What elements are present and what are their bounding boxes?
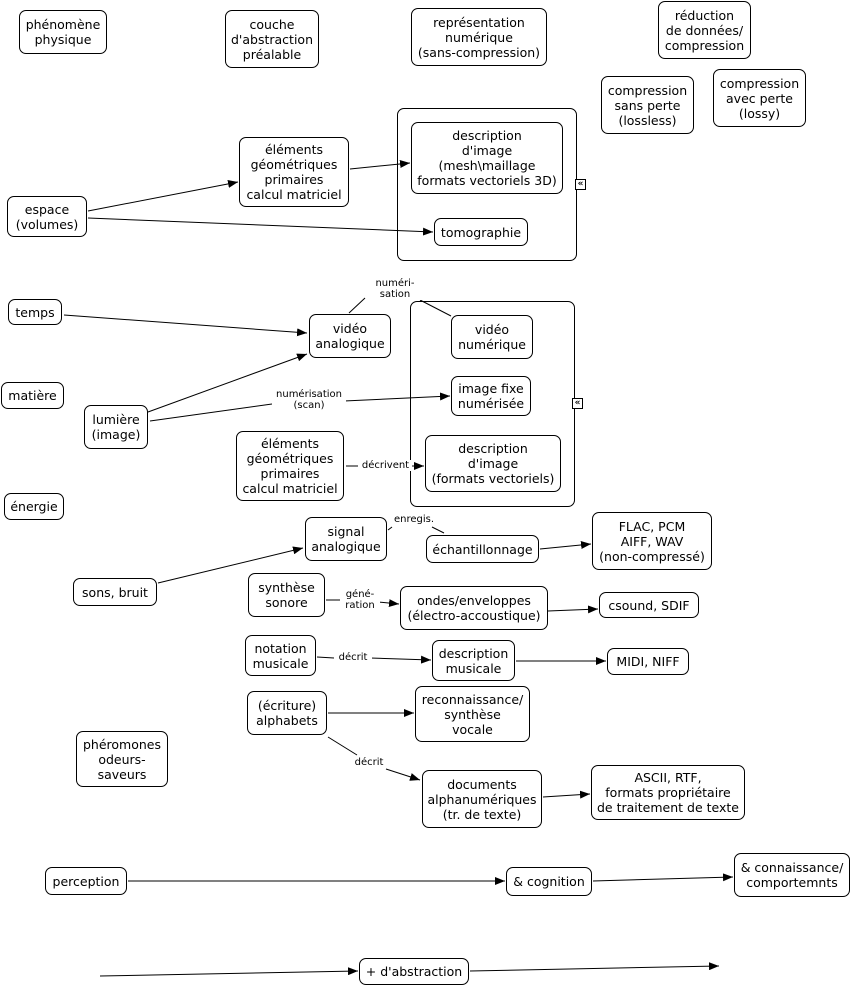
collapse-icon[interactable]: « [572, 398, 583, 409]
edge-docs-ascii [542, 790, 591, 799]
node-signal-analogique[interactable]: signal analogique [305, 517, 387, 561]
node-documents[interactable]: documents alphanumériques (tr. de texte) [422, 770, 542, 828]
node-energie[interactable]: énergie [4, 493, 64, 520]
node-reconnaissance[interactable]: reconnaissance/ synthèse vocale [415, 686, 530, 742]
edge-abs-left [99, 967, 359, 977]
edge-gen-ondes [377, 599, 400, 608]
node-cognition[interactable]: & cognition [506, 867, 592, 896]
node-image-fixe[interactable]: image fixe numérisée [451, 376, 531, 416]
node-couche[interactable]: couche d'abstraction préalable [225, 10, 319, 68]
edge-echant-flac [539, 540, 592, 550]
edge-ondes-csound [547, 605, 599, 614]
edge-label-decrivent: décrivent [359, 460, 412, 471]
node-tomographie[interactable]: tomographie [434, 218, 528, 246]
node-midi[interactable]: MIDI, NIFF [607, 648, 689, 675]
node-ondes[interactable]: ondes/enveloppes (électro-accoustique) [400, 586, 548, 630]
edge-label-numerisation-video: numéri- sation [367, 278, 423, 300]
edge-label-decrit-ecriture: décrit [350, 757, 388, 768]
node-lumiere[interactable]: lumière (image) [84, 405, 148, 449]
edge-decrit-docs [385, 768, 421, 781]
node-temps[interactable]: temps [8, 299, 62, 325]
edge-scan-image [343, 392, 451, 402]
node-reduction[interactable]: réduction de données/ compression [658, 1, 751, 59]
node-matiere[interactable]: matière [1, 382, 64, 409]
node-representation[interactable]: représentation numérique (sans-compressi… [411, 8, 547, 66]
node-lossy[interactable]: compression avec perte (lossy) [713, 69, 806, 127]
edge-espace-geom [87, 179, 239, 212]
node-phenomene[interactable]: phénomène physique [19, 10, 107, 54]
node-ascii[interactable]: ASCII, RTF, formats propriétaire de trai… [591, 765, 745, 820]
edge-cognition-connaissance [592, 873, 734, 882]
node-lossless[interactable]: compression sans perte (lossless) [601, 76, 694, 134]
edge-lumiere-scan [149, 403, 273, 422]
node-desc-image-3d[interactable]: description d'image (mesh\maillage forma… [411, 122, 563, 194]
node-desc-musicale[interactable]: description musicale [432, 640, 515, 681]
edge-enregis-echant [431, 526, 445, 534]
node-desc-image-vect[interactable]: description d'image (formats vectoriels) [425, 435, 561, 492]
node-espace[interactable]: espace (volumes) [7, 196, 87, 237]
edge-label-numerisation-scan: numérisation (scan) [272, 389, 346, 411]
node-notation[interactable]: notation musicale [245, 635, 316, 676]
node-geom2[interactable]: éléments géométriques primaires calcul m… [236, 431, 344, 501]
edge-lumiere-video [147, 353, 308, 413]
node-ecriture[interactable]: (écriture) alphabets [247, 691, 327, 735]
node-sons[interactable]: sons, bruit [73, 578, 157, 606]
node-csound[interactable]: csound, SDIF [599, 592, 699, 618]
edge-label-enregis: enregis. [392, 514, 436, 525]
edge-label-decrit-notation: décrit [334, 652, 372, 663]
node-flac[interactable]: FLAC, PCM AIFF, WAV (non-compressé) [592, 512, 712, 570]
edge-ecriture-decrit [327, 736, 358, 756]
edge-sons-signal [157, 546, 304, 584]
edge-temps-video [63, 314, 308, 337]
edge-espace-tomo [87, 217, 434, 236]
node-abstraction[interactable]: + d'abstraction [359, 958, 469, 985]
edge-abs-right [469, 962, 720, 972]
node-connaissance[interactable]: & connaissance/ comportemnts [734, 853, 850, 897]
node-synthese-sonore[interactable]: synthèse sonore [248, 573, 325, 617]
edge-numer-video-a [348, 297, 366, 314]
node-echantillonnage[interactable]: échantillonnage [426, 535, 539, 563]
collapse-icon[interactable]: « [575, 179, 586, 190]
node-video-numerique[interactable]: vidéo numérique [451, 315, 533, 359]
node-geom1[interactable]: éléments géométriques primaires calcul m… [239, 137, 349, 207]
edge-numer-video-b [419, 299, 452, 317]
node-pheromones[interactable]: phéromones odeurs- saveurs [76, 731, 168, 787]
edge-label-generation: géné- ration [340, 589, 380, 611]
node-video-analogique[interactable]: vidéo analogique [309, 314, 391, 358]
edge-decrit-descmus [369, 655, 432, 664]
edge-notation-decrit [316, 656, 335, 659]
edge-signal-enregis [387, 526, 393, 531]
edge-geom-desc3d [349, 160, 411, 170]
node-perception[interactable]: perception [45, 867, 127, 895]
